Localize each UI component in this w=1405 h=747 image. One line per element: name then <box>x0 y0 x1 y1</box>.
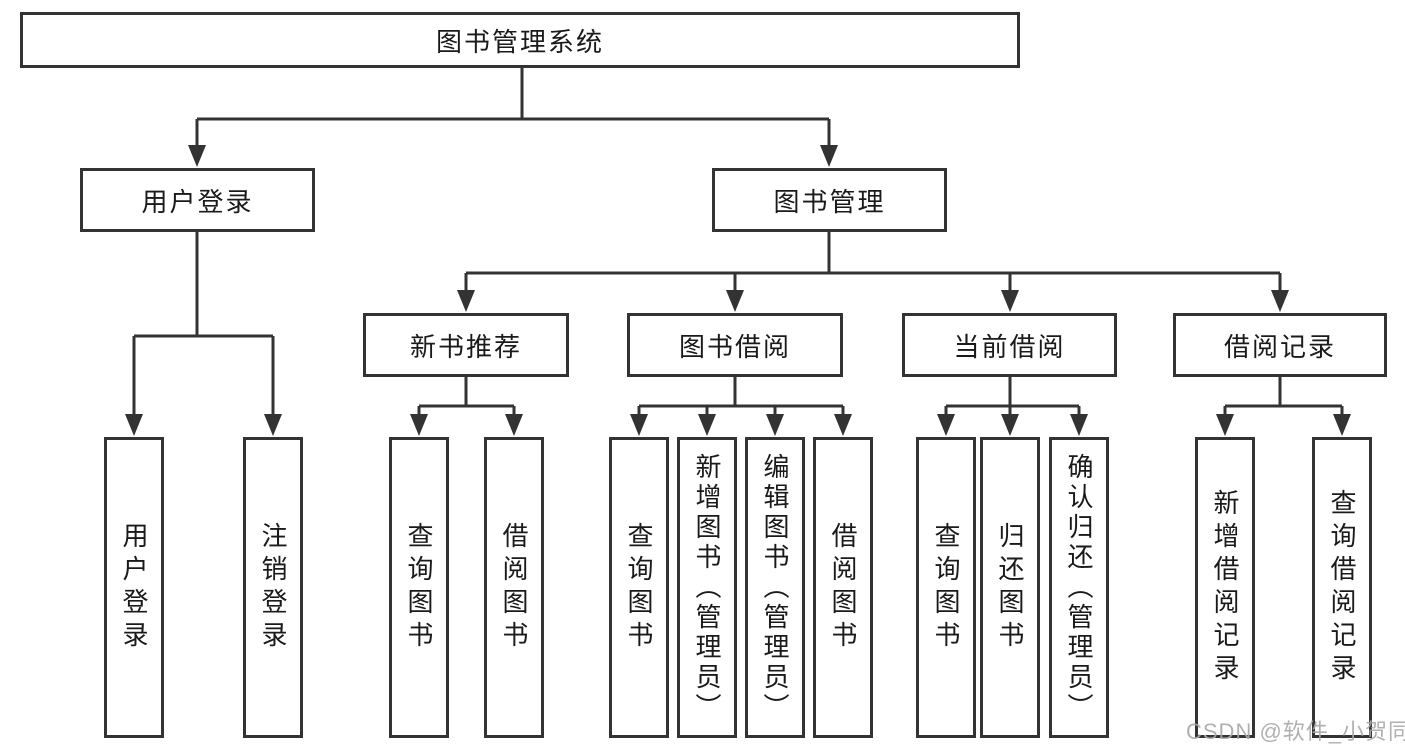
node-borrow-records: 借阅记录 <box>1173 313 1387 377</box>
leaf-user-login-label: 用户登录 <box>119 521 149 654</box>
leaf-newbook-query-books-label: 查询图书 <box>404 521 434 654</box>
leaf-current-confirm-return-admin: 确认归还（管理员） <box>1049 437 1109 738</box>
leaf-borrow-edit-books-admin-label: 编辑图书（管理员） <box>760 452 790 723</box>
connector-current-borrow-children <box>937 377 1088 436</box>
connector-root-to-level2 <box>188 68 838 167</box>
node-root-label: 图书管理系统 <box>435 26 604 57</box>
connector-new-book-children <box>410 377 523 436</box>
leaf-logout: 注销登录 <box>243 437 303 738</box>
leaf-borrow-query-books-label: 查询图书 <box>624 521 654 654</box>
node-borrow-records-label: 借阅记录 <box>1223 331 1336 362</box>
node-book-borrow: 图书借阅 <box>627 313 843 377</box>
node-book-management: 图书管理 <box>712 168 947 232</box>
node-book-management-label: 图书管理 <box>773 186 886 217</box>
connector-book-borrow-children <box>630 377 852 436</box>
leaf-records-query-record: 查询借阅记录 <box>1312 437 1372 738</box>
leaf-logout-label: 注销登录 <box>258 521 288 654</box>
node-new-book-recommend-label: 新书推荐 <box>409 331 522 362</box>
node-new-book-recommend: 新书推荐 <box>363 313 569 377</box>
leaf-user-login: 用户登录 <box>104 437 164 738</box>
leaf-newbook-borrow-books: 借阅图书 <box>484 437 544 738</box>
leaf-current-return-books: 归还图书 <box>980 437 1040 738</box>
leaf-borrow-edit-books-admin: 编辑图书（管理员） <box>745 437 805 738</box>
node-current-borrow: 当前借阅 <box>902 313 1117 377</box>
leaf-current-query-books: 查询图书 <box>916 437 976 738</box>
node-user-login: 用户登录 <box>80 168 315 232</box>
leaf-current-return-books-label: 归还图书 <box>995 521 1025 654</box>
leaf-newbook-borrow-books-label: 借阅图书 <box>499 521 529 654</box>
leaf-current-confirm-return-admin-label: 确认归还（管理员） <box>1064 452 1094 723</box>
leaf-borrow-borrow-books-label: 借阅图书 <box>828 521 858 654</box>
leaf-borrow-borrow-books: 借阅图书 <box>813 437 873 738</box>
leaf-current-query-books-label: 查询图书 <box>931 521 961 654</box>
leaf-borrow-add-books-admin-label: 新增图书（管理员） <box>692 452 722 723</box>
leaf-borrow-add-books-admin: 新增图书（管理员） <box>677 437 737 738</box>
connector-book-management-children <box>457 232 1289 312</box>
leaf-newbook-query-books: 查询图书 <box>389 437 449 738</box>
leaf-borrow-query-books: 查询图书 <box>609 437 669 738</box>
connector-user-login-children <box>125 232 282 436</box>
leaf-records-add-record-label: 新增借阅记录 <box>1210 488 1240 687</box>
connector-borrow-records-children <box>1216 377 1351 436</box>
node-user-login-label: 用户登录 <box>141 186 254 217</box>
leaf-records-add-record: 新增借阅记录 <box>1195 437 1255 738</box>
csdn-watermark: CSDN @软件_小贺同学 <box>1186 719 1405 744</box>
node-current-borrow-label: 当前借阅 <box>953 331 1066 362</box>
node-root: 图书管理系统 <box>20 12 1020 68</box>
node-book-borrow-label: 图书借阅 <box>678 331 791 362</box>
leaf-records-query-record-label: 查询借阅记录 <box>1327 488 1357 687</box>
